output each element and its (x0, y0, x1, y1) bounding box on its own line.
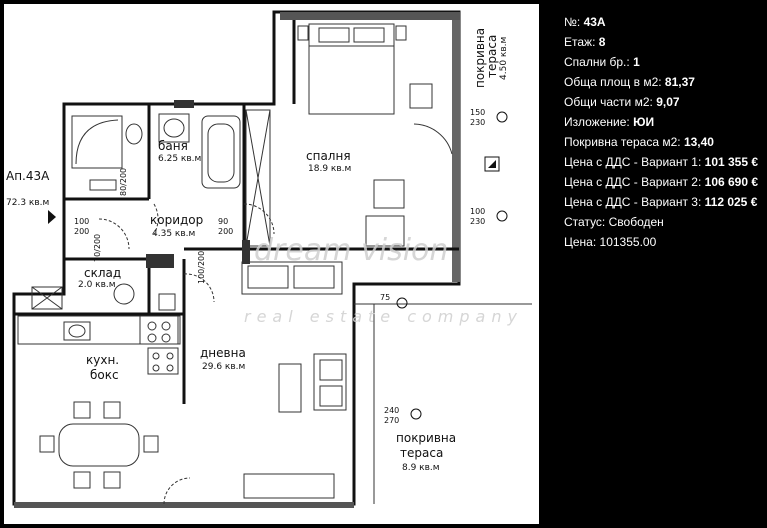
window-mark-1-top: 150 (470, 108, 485, 117)
window-mark-2-bottom: 230 (470, 217, 485, 226)
living-area: 29.6 кв.м (202, 362, 245, 372)
watermark-logo: dream vision (254, 233, 448, 268)
door-mark-2-top: 90 (218, 217, 228, 226)
kitchen-name-line2: бокс (90, 368, 119, 382)
roof-terrace2-name-line2: тераса (400, 446, 443, 460)
roof-terrace2-name-line1: покривна (396, 431, 456, 445)
window-mark-2-top: 100 (470, 207, 485, 216)
roof-terrace1-name-line2: тераса (485, 35, 499, 78)
info-bedrooms: Спални бр.: 1 (564, 55, 640, 69)
info-common-parts: Общи части м2: 9,07 (564, 95, 680, 109)
window-mark-1-bottom: 230 (470, 118, 485, 127)
apartment-area: 72.3 кв.м (6, 198, 49, 208)
roof-terrace1-name-line1: покривна (473, 28, 487, 88)
bath-area: 6.25 кв.м (158, 154, 201, 164)
door-mark-3: 80/200 (119, 168, 128, 196)
info-price-variant3: Цена с ДДС - Вариант 3: 112 025 € (564, 195, 758, 209)
property-info-panel: №: 43A Етаж: 8 Спални бр.: 1 Обща площ в… (564, 12, 764, 252)
info-roof-terrace: Покривна тераса м2: 13,40 (564, 135, 714, 149)
roof-terrace2-area: 8.9 кв.м (402, 463, 440, 473)
door-mark-5: 100/200 (197, 251, 206, 284)
door-mark-1-top: 100 (74, 217, 89, 226)
info-exposure: Изложение: ЮИ (564, 115, 655, 129)
window-mark-3-top: 240 (384, 406, 399, 415)
door-mark-2-bottom: 200 (218, 227, 233, 236)
apartment-label: Ап.43А (6, 169, 50, 183)
bath-name: баня (158, 139, 188, 153)
window-mark-3-bottom: 270 (384, 416, 399, 425)
door-mark-4: 70/200 (93, 234, 102, 262)
info-total-area: Обща площ в м2: 81,37 (564, 75, 695, 89)
roof-terrace1-area: 4.50 кв.м (499, 37, 509, 80)
window-mark-4: 75 (380, 293, 390, 302)
info-price-variant1: Цена с ДДС - Вариант 1: 101 355 € (564, 155, 759, 169)
corridor-name: коридор (150, 213, 203, 227)
living-name: дневна (200, 346, 246, 360)
corridor-area: 4.35 кв.м (152, 229, 195, 239)
info-floor: Етаж: 8 (564, 35, 606, 49)
kitchen-name-line1: кухн. (86, 353, 119, 367)
bedroom-name: спалня (306, 149, 351, 163)
apartment-pointer-icon (48, 210, 56, 224)
watermark-tagline: real estate company (244, 307, 523, 326)
info-price: Цена: 101355.00 (564, 235, 657, 249)
bedroom-area: 18.9 кв.м (308, 164, 351, 174)
floor-plan-drawing: dream vision real estate company Ап.43А … (6, 10, 532, 508)
floor-plan[interactable]: dream vision real estate company Ап.43А … (4, 4, 539, 524)
storage-area: 2.0 кв.м (78, 280, 116, 290)
info-number: №: 43A (564, 15, 606, 29)
door-mark-1-bottom: 200 (74, 227, 89, 236)
info-status: Статус: Свободен (564, 215, 664, 229)
info-price-variant2: Цена с ДДС - Вариант 2: 106 690 € (564, 175, 759, 189)
storage-name: склад (84, 266, 121, 280)
